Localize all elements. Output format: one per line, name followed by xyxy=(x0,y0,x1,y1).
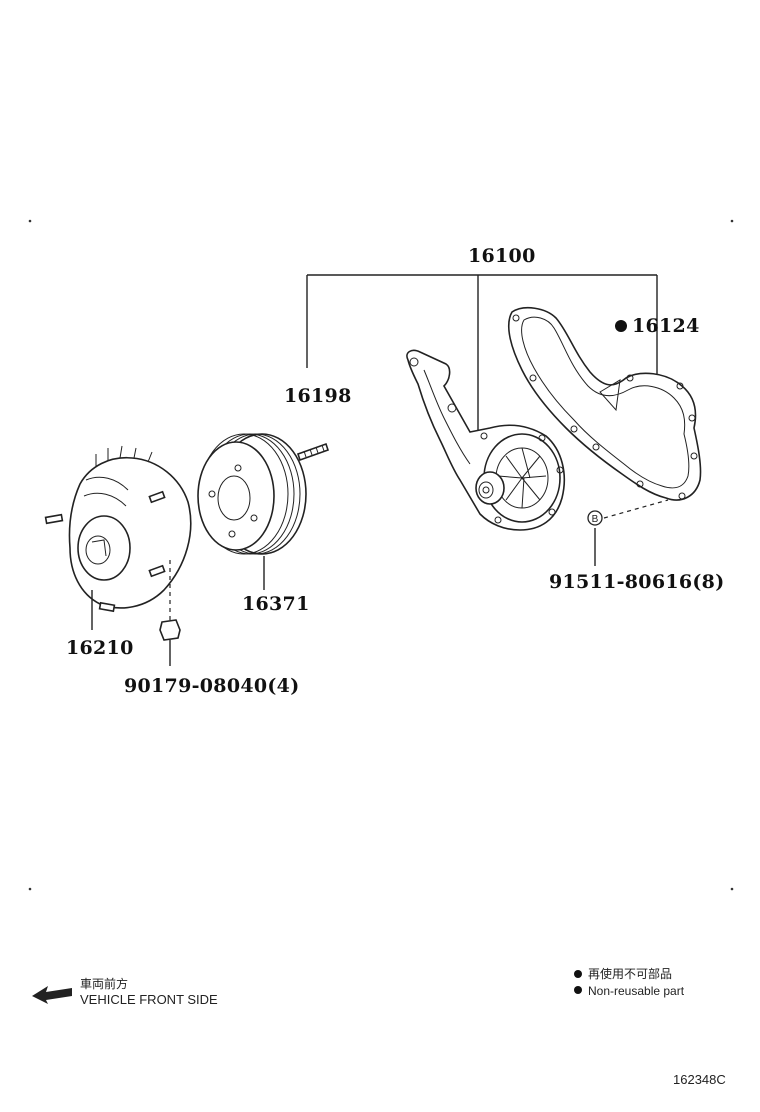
registration-marks xyxy=(28,219,734,891)
nut-drawing xyxy=(159,560,181,666)
fan-coupling-drawing xyxy=(44,445,192,630)
nonreusable-legend: 再使用不可部品 Non-reusable part xyxy=(574,966,685,998)
assembly-bracket xyxy=(306,274,658,436)
label-90179: 90179-08040(4) xyxy=(124,675,300,697)
label-91511: 91511-80616(8) xyxy=(549,571,725,593)
nonreusable-jp-label: 再使用不可部品 xyxy=(588,966,672,981)
figure-code: 162348C xyxy=(673,1072,726,1087)
leader-lines xyxy=(263,499,669,590)
filled-dot-icon xyxy=(615,320,627,332)
label-16210: 16210 xyxy=(66,637,134,659)
filled-dot-icon xyxy=(574,986,582,994)
label-16124: 16124 xyxy=(632,315,700,337)
nonreusable-en-label: Non-reusable part xyxy=(588,984,685,998)
direction-en-label: VEHICLE FRONT SIDE xyxy=(80,992,218,1007)
bolt-marker-letter: B xyxy=(592,514,599,525)
water-pump-drawing xyxy=(406,349,566,531)
left-arrow-icon xyxy=(32,986,72,1004)
direction-jp-label: 車両前方 xyxy=(80,976,128,991)
bolt-marker: B xyxy=(587,510,603,526)
label-16371: 16371 xyxy=(242,593,310,615)
filled-dot-icon xyxy=(574,970,582,978)
stud-drawing xyxy=(296,442,330,462)
label-16198: 16198 xyxy=(284,385,352,407)
direction-legend: 車両前方 VEHICLE FRONT SIDE xyxy=(32,976,218,1007)
gasket-drawing xyxy=(507,306,702,501)
pulley-drawing xyxy=(197,433,307,555)
label-16100: 16100 xyxy=(468,245,536,267)
